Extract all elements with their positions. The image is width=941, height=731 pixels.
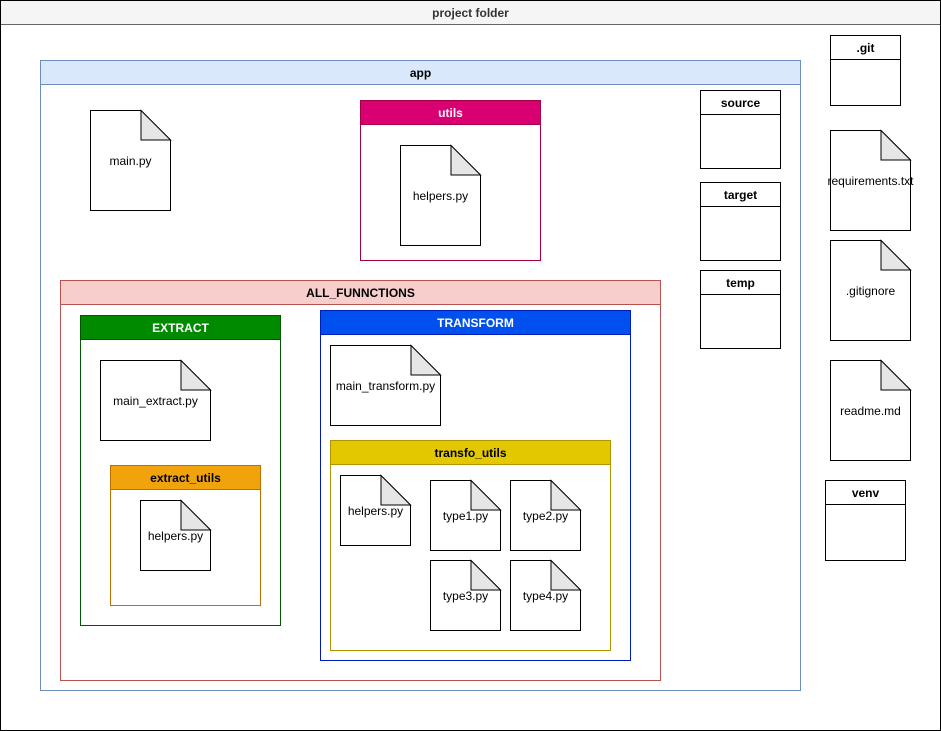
- temp-folder: temp: [700, 270, 781, 349]
- git-title: .git: [831, 36, 900, 60]
- file-shape: [340, 474, 412, 546]
- file-shape: [830, 129, 912, 231]
- extract-title: EXTRACT: [81, 316, 280, 340]
- file-requirements-txt: requirements.txt: [827, 129, 914, 231]
- file-shape: [510, 559, 582, 631]
- file-type2-py: type2.py: [510, 479, 582, 551]
- file-gitignore: .gitignore: [830, 239, 912, 341]
- file-label: helpers.py: [347, 503, 404, 518]
- file-shape: [830, 239, 912, 341]
- file-fold: [880, 239, 912, 271]
- file-shape: [430, 559, 502, 631]
- file-fold: [550, 479, 582, 511]
- file-shape: [140, 499, 212, 571]
- transform-title: TRANSFORM: [321, 311, 630, 335]
- file-fold: [410, 344, 442, 376]
- project-folder-title: project folder: [1, 1, 940, 25]
- file-label: main.py: [109, 153, 152, 168]
- file-utils-helpers-py: helpers.py: [400, 144, 482, 246]
- target-folder: target: [700, 182, 781, 261]
- source-title: source: [701, 91, 780, 115]
- file-shape: [430, 479, 502, 551]
- file-readme-md: readme.md: [830, 359, 912, 461]
- transfo-utils-title: transfo_utils: [331, 441, 610, 465]
- utils-title: utils: [361, 101, 540, 125]
- file-main-extract-py: main_extract.py: [100, 359, 212, 441]
- file-shape: [400, 144, 482, 246]
- file-transfo-helpers-py: helpers.py: [340, 474, 412, 546]
- file-fold: [550, 559, 582, 591]
- file-label: readme.md: [840, 403, 901, 418]
- venv-folder: venv: [825, 480, 906, 561]
- file-shape: [100, 359, 212, 441]
- extract-utils-title: extract_utils: [111, 466, 260, 490]
- file-fold: [880, 359, 912, 391]
- file-label: helpers.py: [412, 188, 469, 203]
- target-title: target: [701, 183, 780, 207]
- file-label: type1.py: [442, 508, 489, 523]
- file-fold: [880, 129, 912, 161]
- file-label: .gitignore: [845, 283, 896, 298]
- file-label: type2.py: [522, 508, 569, 523]
- file-main-transform-py: main_transform.py: [330, 344, 442, 426]
- file-label: type3.py: [442, 588, 489, 603]
- file-label: requirements.txt: [827, 173, 914, 188]
- file-shape: [90, 109, 172, 211]
- temp-title: temp: [701, 271, 780, 295]
- file-type4-py: type4.py: [510, 559, 582, 631]
- file-label: type4.py: [522, 588, 569, 603]
- file-fold: [450, 144, 482, 176]
- file-shape: [510, 479, 582, 551]
- file-fold: [470, 479, 502, 511]
- file-fold: [180, 359, 212, 391]
- file-shape: [330, 344, 442, 426]
- venv-title: venv: [826, 481, 905, 505]
- app-title: app: [41, 61, 800, 85]
- file-fold: [140, 109, 172, 141]
- file-label: helpers.py: [147, 528, 204, 543]
- file-label: main_extract.py: [113, 393, 198, 408]
- source-folder: source: [700, 90, 781, 169]
- git-folder: .git: [830, 35, 901, 106]
- file-type1-py: type1.py: [430, 479, 502, 551]
- file-type3-py: type3.py: [430, 559, 502, 631]
- file-label: main_transform.py: [335, 378, 436, 393]
- file-fold: [470, 559, 502, 591]
- file-main-py: main.py: [90, 109, 172, 211]
- file-fold: [380, 474, 412, 506]
- file-extract-helpers-py: helpers.py: [140, 499, 212, 571]
- file-shape: [830, 359, 912, 461]
- all-functions-title: ALL_FUNNCTIONS: [61, 281, 660, 305]
- file-fold: [180, 499, 212, 531]
